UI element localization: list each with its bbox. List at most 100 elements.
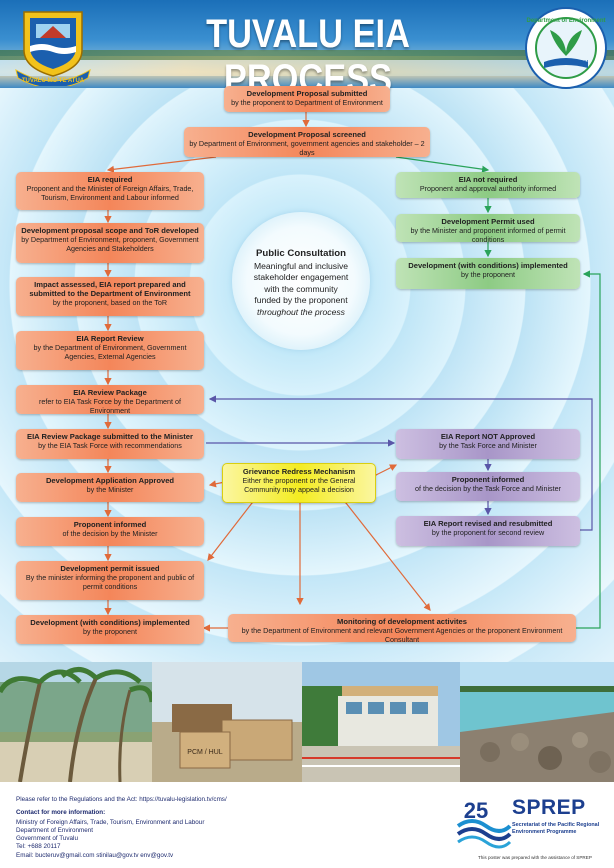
public-consultation-line-1: Meaningful and inclusive [253, 260, 349, 271]
step-report-revised: EIA Report revised and resubmitted by th… [396, 516, 580, 546]
sprep-name: SPREP [512, 796, 586, 819]
step-desc: by the proponent for second review [431, 528, 545, 538]
step-title: EIA Review Package [73, 388, 147, 397]
footer-email[interactable]: Email: bucteruv@gmail.com stinilau@gov.t… [16, 852, 174, 859]
beach-strip [0, 56, 614, 76]
arrow-grievance-to-not-approved [369, 464, 398, 481]
step-impact-assessed: Impact assessed, EIA report prepared and… [16, 277, 204, 316]
step-desc: by the Minister and proponent informed o… [410, 226, 566, 245]
step-title: EIA Review Package submitted to the Mini… [27, 432, 193, 441]
public-consultation-title: Public Consultation [255, 248, 347, 259]
step-desc: By the minister informing the proponent … [25, 573, 195, 592]
step-title: Proponent informed [73, 520, 147, 529]
step-desc: by Department of Environment, government… [189, 139, 425, 158]
step-proponent-informed-minister: Proponent informed of the decision by th… [16, 517, 204, 546]
step-scope-tor: Development proposal scope and ToR devel… [16, 223, 204, 263]
step-title: Monitoring of development activites [337, 617, 467, 626]
step-title: EIA Report Review [76, 334, 144, 343]
crest-motto: TUVALU MO TE ATUA [22, 78, 85, 84]
public-consultation-line-3: with the community [264, 283, 338, 294]
step-proponent-informed-taskforce: Proponent informed of the decision by th… [396, 472, 580, 501]
step-desc: by Department of Environment, proponent,… [21, 235, 199, 254]
step-title: Grievance Redress Mechanism [242, 467, 356, 476]
arrow-screened-to-eia-required [106, 156, 217, 173]
step-title: Impact assessed, EIA report prepared and… [29, 280, 191, 299]
step-desc: by the proponent [83, 627, 137, 637]
photo-building [302, 662, 460, 782]
poster-assistance-note: This poster was prepared with the assist… [478, 855, 592, 860]
arrow-grievance-to-permit [207, 496, 259, 561]
step-title: Development Application Approved [45, 476, 175, 485]
sprep-number: 25 [464, 798, 488, 823]
step-title: Development proposal scope and ToR devel… [21, 226, 199, 235]
footer-contact-title: Contact for more information: [16, 809, 106, 816]
photo-crates: PCM / HUL [152, 662, 302, 782]
step-package-to-minister: EIA Review Package submitted to the Mini… [16, 429, 204, 459]
step-report-review: EIA Report Review by the Department of E… [16, 331, 204, 370]
step-title: Development Proposal submitted [246, 89, 368, 98]
step-desc: Either the proponent or the General Comm… [242, 476, 356, 495]
step-monitoring: Monitoring of development activites by t… [228, 614, 576, 645]
step-title: EIA Report NOT Approved [440, 432, 536, 441]
public-consultation-line-4: funded by the proponent [254, 295, 348, 306]
public-consultation-line-5: throughout the process [257, 306, 345, 317]
step-title: EIA Report revised and resubmitted [423, 519, 553, 528]
step-eia-required: EIA required Proponent and the Minister … [16, 172, 204, 210]
step-desc: by the Minister [86, 485, 134, 495]
sprep-logo-mark: 25 [456, 798, 512, 849]
step-title: Development Proposal screened [248, 130, 366, 139]
step-report-not-approved: EIA Report NOT Approved by the Task Forc… [396, 429, 580, 459]
footer: Please refer to the Regulations and the … [0, 782, 614, 868]
step-proposal-screened: Development Proposal screened by Departm… [184, 127, 430, 157]
step-title: Development permit issued [60, 564, 160, 573]
crate-label: PCM / HUL [187, 749, 223, 756]
step-title: EIA not required [458, 175, 518, 184]
step-title: Development (with conditions) implemente… [408, 261, 568, 270]
step-title: Development (with conditions) implemente… [30, 618, 190, 627]
step-desc: by the proponent, based on the ToR [52, 298, 168, 308]
step-review-package: EIA Review Package refer to EIA Task For… [16, 385, 204, 416]
flow-arrows [104, 112, 601, 632]
department-of-environment-logo: Department of Environment TUVALU [525, 7, 607, 89]
dept-logo-sub: TUVALU [568, 60, 588, 66]
step-eia-not-required: EIA not required Proponent and approval … [396, 172, 580, 198]
step-desc: of the decision by the Task Force and Mi… [414, 484, 562, 494]
step-proposal-submitted: Development Proposal submitted by the pr… [224, 86, 390, 112]
sprep-subtitle: Secretariat of the Pacific Regional Envi… [512, 822, 600, 835]
step-desc: Proponent and the Minister of Foreign Af… [26, 184, 194, 203]
step-desc: by the Department of Environment and rel… [241, 626, 563, 645]
dept-logo-text: Department of Environment [526, 18, 605, 24]
step-desc: by the EIA Task Force with recommendatio… [38, 441, 182, 451]
arrow-monitoring-to-green-implemented [576, 270, 601, 629]
footer-telephone: Tel: +688 20117 [16, 843, 61, 850]
photo-palm-trees [0, 662, 152, 782]
arrow-grievance-to-monitoring-right [339, 496, 431, 611]
step-title: EIA required [87, 175, 133, 184]
public-consultation-circle: Public Consultation Meaningful and inclu… [232, 212, 370, 350]
footer-refer-link[interactable]: Please refer to the Regulations and the … [16, 796, 227, 803]
header-banner [0, 0, 614, 88]
public-consultation-line-2: stakeholder engagement [253, 272, 349, 283]
step-desc: by the proponent to Department of Enviro… [231, 98, 383, 108]
step-application-approved: Development Application Approved by the … [16, 473, 204, 502]
arrow-screened-to-not-required [395, 156, 490, 173]
photo-seawall [460, 662, 614, 782]
step-grievance-redress: Grievance Redress Mechanism Either the p… [222, 463, 376, 503]
step-implemented-green: Development (with conditions) implemente… [396, 258, 580, 289]
photo-strip: PCM / HUL [0, 662, 614, 782]
step-desc: by the Task Force and Minister [439, 441, 537, 451]
tuvalu-crest-logo: TUVALU MO TE ATUA [15, 11, 91, 86]
footer-ministry: Ministry of Foreign Affairs, Trade, Tour… [16, 819, 205, 826]
tree-line [0, 50, 614, 60]
step-desc: by the proponent [461, 270, 515, 280]
step-title: Development Permit used [441, 217, 535, 226]
step-desc: refer to EIA Task Force by the Departmen… [38, 397, 182, 416]
step-desc: of the decision by the Minister [62, 529, 158, 539]
step-permit-issued: Development permit issued By the ministe… [16, 561, 204, 600]
step-title: Proponent informed [451, 475, 525, 484]
footer-government: Government of Tuvalu [16, 835, 78, 842]
step-implemented-orange: Development (with conditions) implemente… [16, 615, 204, 644]
step-permit-used: Development Permit used by the Minister … [396, 214, 580, 245]
arrow-revised-to-review-package [208, 395, 593, 531]
